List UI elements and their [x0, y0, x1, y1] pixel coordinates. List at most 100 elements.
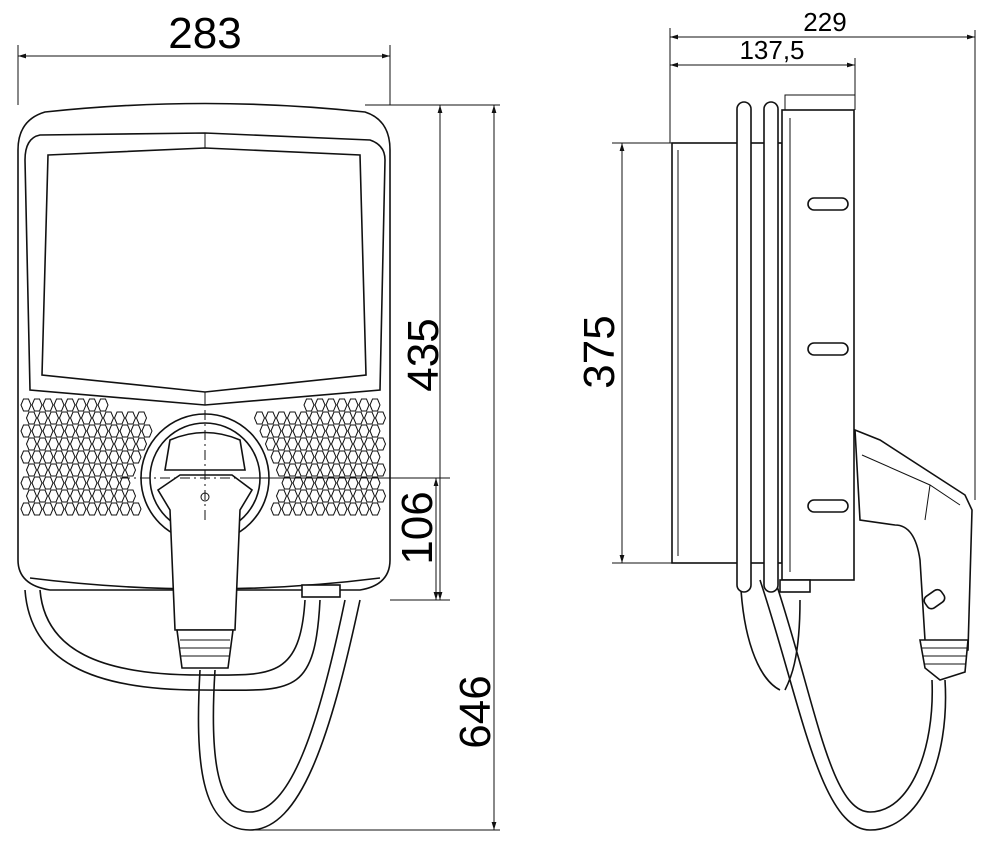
- dim-width: 283: [168, 9, 241, 58]
- vent-hex: [325, 450, 337, 464]
- vent-hex: [97, 398, 109, 412]
- vent-hex: [119, 502, 131, 516]
- vent-hex: [352, 411, 365, 425]
- vent-hex: [80, 437, 93, 451]
- vent-hex: [369, 424, 381, 438]
- vent-hex: [330, 463, 343, 477]
- vent-hex: [36, 489, 49, 503]
- vent-hex: [91, 411, 104, 425]
- vent-hex: [270, 424, 282, 438]
- vent-grid-right: [253, 398, 387, 516]
- vent-hex: [281, 476, 293, 490]
- vent-hex: [336, 424, 348, 438]
- vent-hex: [374, 437, 387, 451]
- vent-hex: [303, 398, 315, 412]
- vent-hex: [130, 424, 142, 438]
- dim-side-height: 375: [575, 315, 624, 388]
- vent-hex: [42, 450, 54, 464]
- vent-hex: [303, 476, 315, 490]
- vent-hex: [124, 463, 137, 477]
- vent-hex: [75, 476, 87, 490]
- vent-hex: [369, 450, 381, 464]
- vent-hex: [341, 437, 354, 451]
- vent-hex: [31, 398, 43, 412]
- vent-hex: [20, 398, 32, 412]
- vent-hex: [314, 398, 326, 412]
- vent-hex: [358, 476, 370, 490]
- vent-hex: [292, 450, 304, 464]
- vent-hex: [20, 476, 32, 490]
- vent-hex: [314, 476, 326, 490]
- vent-hex: [102, 437, 115, 451]
- vent-hex: [97, 424, 109, 438]
- vent-hex: [336, 398, 348, 412]
- vent-hex: [130, 502, 142, 516]
- vent-hex: [86, 450, 98, 464]
- vent-hex: [347, 502, 359, 516]
- vent-hex: [69, 411, 82, 425]
- vent-hex: [64, 502, 76, 516]
- vent-hex: [303, 450, 315, 464]
- vent-hex: [319, 463, 332, 477]
- vent-hex: [363, 411, 376, 425]
- vent-hex: [97, 502, 109, 516]
- vent-hex: [352, 437, 365, 451]
- vent-hex: [308, 437, 321, 451]
- vent-hex: [86, 502, 98, 516]
- vent-hex: [352, 463, 365, 477]
- vent-hex: [113, 463, 126, 477]
- vent-hex: [47, 489, 60, 503]
- vent-hex: [69, 437, 82, 451]
- vent-hex: [347, 424, 359, 438]
- vent-hex: [75, 398, 87, 412]
- vent-hex: [358, 398, 370, 412]
- vent-hex: [358, 424, 370, 438]
- vent-hex: [341, 489, 354, 503]
- vent-hex: [141, 424, 153, 438]
- vent-hex: [69, 489, 82, 503]
- vent-hex: [124, 411, 137, 425]
- vent-hex: [108, 502, 120, 516]
- vent-hex: [292, 424, 304, 438]
- vent-hex: [97, 450, 109, 464]
- vent-hex: [336, 502, 348, 516]
- vent-hex: [352, 489, 365, 503]
- vent-hex: [108, 476, 120, 490]
- vent-hex: [275, 437, 288, 451]
- vent-hex: [325, 502, 337, 516]
- vent-hex: [36, 463, 49, 477]
- vent-hex: [58, 489, 71, 503]
- vent-hex: [75, 450, 87, 464]
- vent-hex: [303, 502, 315, 516]
- vent-hex: [64, 450, 76, 464]
- vent-hex: [36, 411, 49, 425]
- vent-hex: [75, 424, 87, 438]
- vent-hex: [314, 502, 326, 516]
- vent-hex: [363, 437, 376, 451]
- vent-hex: [20, 424, 32, 438]
- vent-hex: [53, 476, 65, 490]
- vent-hex: [58, 437, 71, 451]
- dim-body-depth: 137,5: [739, 35, 804, 65]
- vent-hex: [270, 450, 282, 464]
- vent-hex: [336, 450, 348, 464]
- vent-hex: [25, 437, 38, 451]
- vent-hex: [308, 463, 321, 477]
- vent-hex: [314, 450, 326, 464]
- vent-hex: [341, 411, 354, 425]
- vent-hex: [297, 463, 310, 477]
- vent-hex: [297, 411, 310, 425]
- vent-hex: [86, 424, 98, 438]
- vent-hex: [259, 424, 271, 438]
- vent-hex: [36, 437, 49, 451]
- vent-hex: [325, 476, 337, 490]
- vent-hex: [130, 450, 142, 464]
- vent-hex: [86, 398, 98, 412]
- vent-hex: [47, 437, 60, 451]
- vent-hex: [341, 463, 354, 477]
- dim-total-depth: 229: [803, 7, 846, 37]
- vent-hex: [369, 398, 381, 412]
- dim-total-height: 646: [451, 675, 500, 748]
- vent-hex: [286, 489, 299, 503]
